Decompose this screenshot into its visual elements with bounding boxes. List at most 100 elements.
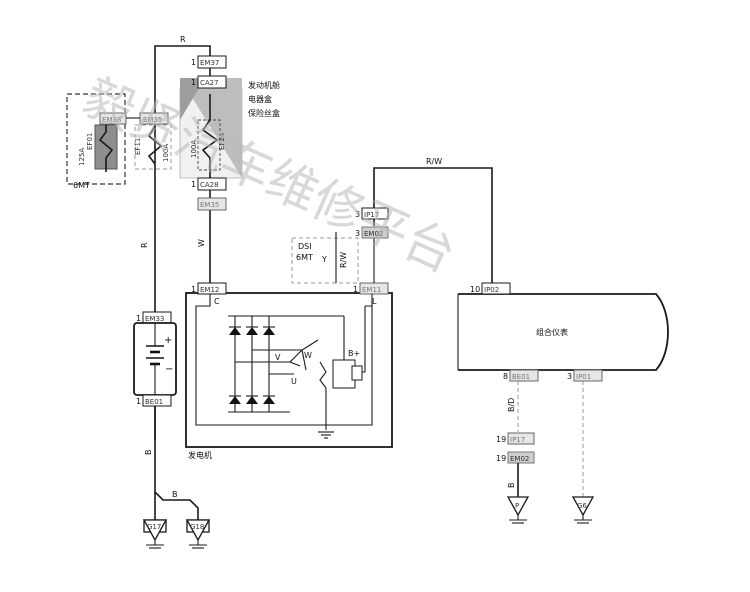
mt6-dashed-box bbox=[66, 93, 126, 185]
fuse-ef24-label: EF24 bbox=[218, 132, 226, 150]
engine-box-shade bbox=[180, 78, 242, 178]
fuse-ef11-label: EF11 bbox=[134, 138, 142, 155]
ground-g17-label: G17 bbox=[147, 523, 161, 531]
wire-label-b-left: B bbox=[144, 450, 153, 456]
phase-w-label: W bbox=[304, 351, 312, 360]
ground-p: P bbox=[506, 496, 530, 524]
connector-em33-label: EM33 bbox=[145, 315, 164, 323]
diode-top-2 bbox=[246, 327, 258, 335]
diode-top-1 bbox=[229, 327, 241, 335]
connector-ca28-label: CA28 bbox=[200, 181, 219, 189]
wire-rw bbox=[373, 167, 493, 283]
wire-label-b-ip17: B bbox=[507, 483, 516, 489]
ground-g6-label: G6 bbox=[577, 502, 587, 510]
rotor-coil bbox=[319, 361, 327, 389]
fuse-ef01-element bbox=[98, 120, 114, 172]
connector-ca27-pin: 1 bbox=[191, 78, 196, 87]
instrument-cluster-body bbox=[458, 293, 669, 371]
generator-terminal-l: L bbox=[372, 297, 377, 306]
wire-label-b-mid: B bbox=[172, 490, 178, 499]
generator-terminal-c: C bbox=[214, 297, 220, 306]
connector-ip01-pin: 3 bbox=[567, 372, 572, 381]
connector-em12-pin: 1 bbox=[191, 285, 196, 294]
fuse-ef24-rating: 100A bbox=[190, 140, 198, 158]
wire-label-y: Y bbox=[321, 255, 327, 264]
connector-ip17-bottom-label: IP17 bbox=[510, 436, 525, 444]
fuse-ef11-body bbox=[134, 124, 172, 170]
connector-em35-bottom-label: EM35 bbox=[200, 201, 219, 209]
fuse-ef11-element bbox=[147, 125, 163, 165]
battery-plus-sign: + bbox=[164, 335, 172, 346]
fuse-ef24-element bbox=[201, 94, 219, 180]
diode-top-3 bbox=[263, 327, 275, 335]
connector-ca27-label: CA27 bbox=[200, 79, 219, 87]
connector-be01-right-pin: 8 bbox=[503, 372, 508, 381]
wire-label-rw: R/W bbox=[426, 157, 442, 166]
dsi-label: DSI bbox=[298, 242, 312, 251]
ground-p-label: P bbox=[515, 502, 519, 510]
connector-em02-top-label: EM02 bbox=[364, 230, 383, 238]
ground-g18-label: G18 bbox=[190, 523, 204, 531]
connector-ca28 bbox=[197, 177, 227, 191]
connector-em33-pin: 1 bbox=[136, 314, 141, 323]
connector-em12 bbox=[197, 282, 227, 295]
fuse-ef01-rating: 125A bbox=[78, 148, 86, 166]
stator-winding bbox=[289, 339, 319, 371]
generator-label: 发电机 bbox=[188, 450, 212, 460]
connector-em37-pin: 1 bbox=[191, 58, 196, 67]
connector-be01 bbox=[142, 394, 172, 407]
connector-ip17-top-label: IP17 bbox=[364, 211, 379, 219]
connector-be01-right bbox=[509, 369, 539, 382]
ground-g18: G18 bbox=[185, 519, 211, 549]
battery-minus-sign: − bbox=[165, 364, 173, 375]
connector-ip02-label: IP02 bbox=[484, 286, 499, 294]
phase-u-label: U bbox=[291, 377, 297, 386]
diode-bottom-2 bbox=[246, 396, 258, 404]
engine-box-label-3: 保险丝盒 bbox=[248, 108, 280, 118]
connector-em02-bottom-pin: 19 bbox=[496, 454, 506, 463]
connector-ca28-pin: 1 bbox=[191, 180, 196, 189]
connector-ip02-pin: 10 bbox=[470, 285, 480, 294]
connector-em02-bottom-label: EM02 bbox=[510, 455, 529, 463]
phase-v-label: V bbox=[275, 353, 281, 362]
connector-ip17-bottom bbox=[507, 432, 535, 445]
ground-g6: G6 bbox=[571, 496, 595, 524]
connector-em37-label: EM37 bbox=[200, 59, 219, 67]
connector-em37 bbox=[197, 55, 227, 69]
connector-em02-top-pin: 3 bbox=[355, 229, 360, 238]
connector-em38-label: EM38 bbox=[102, 116, 121, 124]
connector-ca27 bbox=[197, 75, 227, 89]
connector-ip17-top bbox=[361, 207, 389, 220]
connector-em35-bottom bbox=[197, 197, 227, 211]
engine-box-label-2: 电器盒 bbox=[248, 94, 272, 104]
dsi-6mt-label: 6MT bbox=[296, 253, 313, 262]
fuse-ef24-body bbox=[197, 119, 221, 171]
ground-g17: G17 bbox=[142, 519, 168, 549]
wire-label-rw-vert: R/W bbox=[339, 252, 348, 268]
fuse-ef01-label: EF01 bbox=[86, 133, 94, 150]
connector-be01-right-label: BE01 bbox=[512, 373, 530, 381]
diode-bottom-3 bbox=[263, 396, 275, 404]
connector-ip01-label: IP01 bbox=[576, 373, 591, 381]
generator-outer-box bbox=[185, 292, 393, 448]
diode-bottom-1 bbox=[229, 396, 241, 404]
dsi-dashed-box bbox=[291, 237, 359, 284]
mt6-label: 6MT bbox=[73, 181, 90, 190]
connector-ip17-bottom-pin: 19 bbox=[496, 435, 506, 444]
wire-r-top bbox=[154, 45, 211, 440]
connector-em02-top bbox=[361, 226, 389, 239]
connector-em11-label: EM11 bbox=[362, 286, 381, 294]
connector-em35-top-label: EM35 bbox=[143, 116, 162, 124]
connector-em11-pin: 1 bbox=[353, 285, 358, 294]
connector-be01-label: BE01 bbox=[145, 398, 163, 406]
instrument-cluster-label: 组合仪表 bbox=[536, 327, 568, 337]
connector-em12-label: EM12 bbox=[200, 286, 219, 294]
terminal-bplus-label: B+ bbox=[348, 349, 360, 358]
wire-label-bd: B/D bbox=[507, 398, 516, 412]
connector-ip17-top-pin: 3 bbox=[355, 210, 360, 219]
engine-box-label-1: 发动机舱 bbox=[248, 80, 280, 90]
wire-label-w: W bbox=[197, 239, 206, 247]
connector-ip01 bbox=[573, 369, 603, 382]
